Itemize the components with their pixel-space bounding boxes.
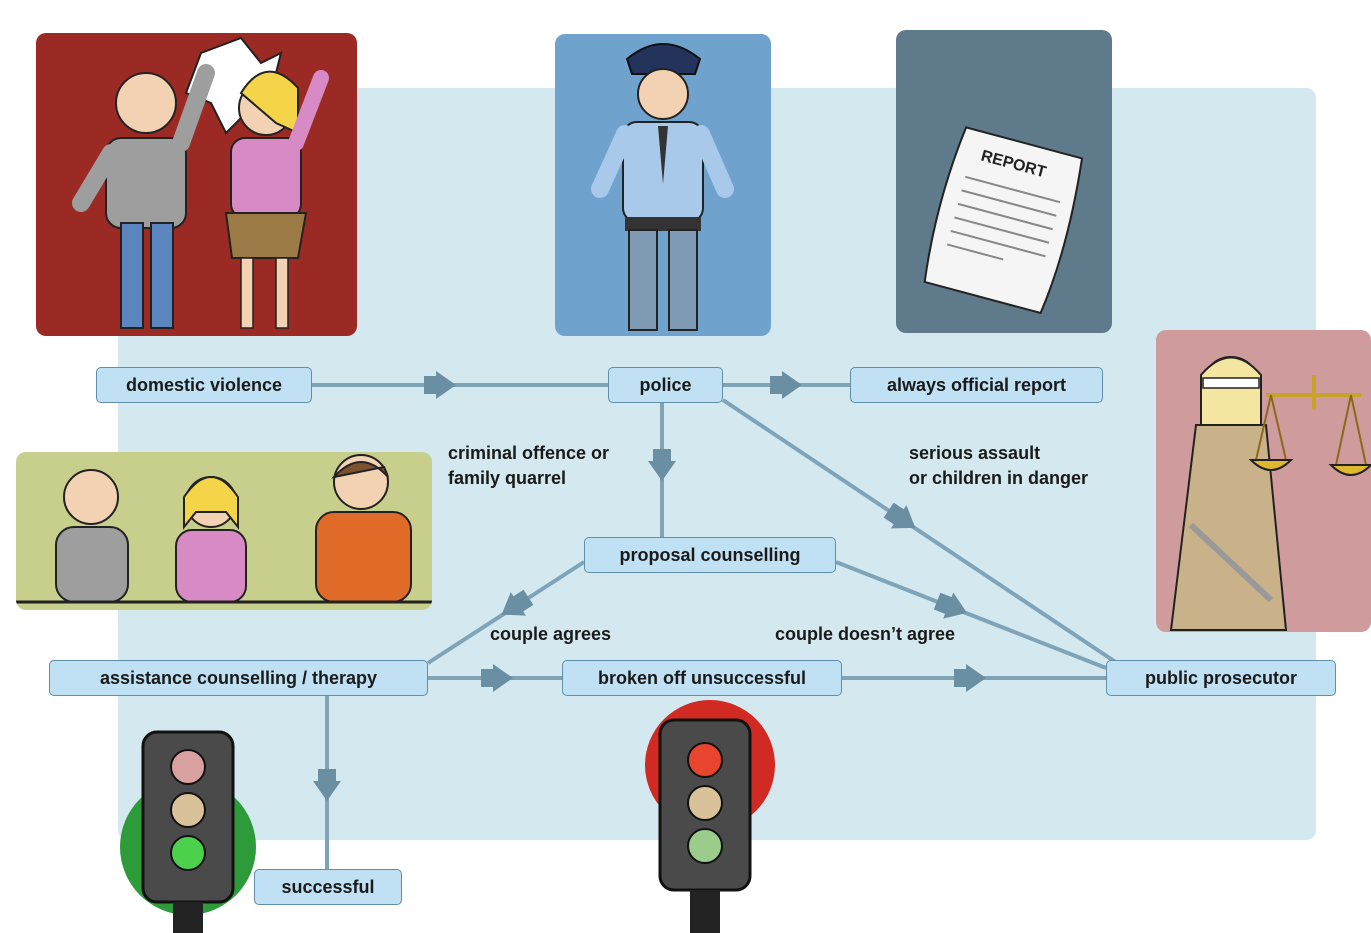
arrow-assistance-broken (481, 664, 513, 692)
node-always-official-report: always official report (850, 367, 1103, 403)
arrow-assistance-successful (313, 769, 341, 801)
violence-illustration (36, 33, 357, 336)
counselling-table-illustration (16, 452, 432, 610)
label-serious-assault: serious assault or children in danger (909, 443, 1089, 488)
label-couple-agrees: couple agrees (490, 624, 612, 644)
edge-proposal-prosecutor (835, 560, 1107, 670)
node-police: police (608, 367, 723, 403)
arrow-police-proposal (648, 449, 676, 481)
arrow-violence-police (424, 371, 456, 399)
report-document-icon: REPORT (896, 30, 1112, 333)
arrow-proposal-assistance (501, 589, 534, 616)
node-assistance-counselling: assistance counselling / therapy (49, 660, 428, 696)
label-couple-doesnt-agree: couple doesn’t agree (775, 624, 956, 644)
edge-police-prosecutor (721, 398, 1122, 667)
traffic-light-green-icon (118, 722, 258, 933)
arrow-police-report (770, 371, 802, 399)
node-domestic-violence: domestic violence (96, 367, 312, 403)
arrow-police-prosecutor (883, 502, 916, 529)
node-successful: successful (254, 869, 402, 905)
arrow-broken-prosecutor (954, 664, 986, 692)
node-broken-off-unsuccessful: broken off unsuccessful (562, 660, 842, 696)
arrow-proposal-prosecutor (933, 592, 967, 619)
traffic-light-red-icon (632, 690, 782, 933)
label-criminal-offence: criminal offence or family quarrel (448, 443, 610, 488)
node-public-prosecutor: public prosecutor (1106, 660, 1336, 696)
police-officer-illustration (555, 34, 771, 336)
node-proposal-counselling: proposal counselling (584, 537, 836, 573)
lady-justice-illustration (1156, 330, 1371, 632)
